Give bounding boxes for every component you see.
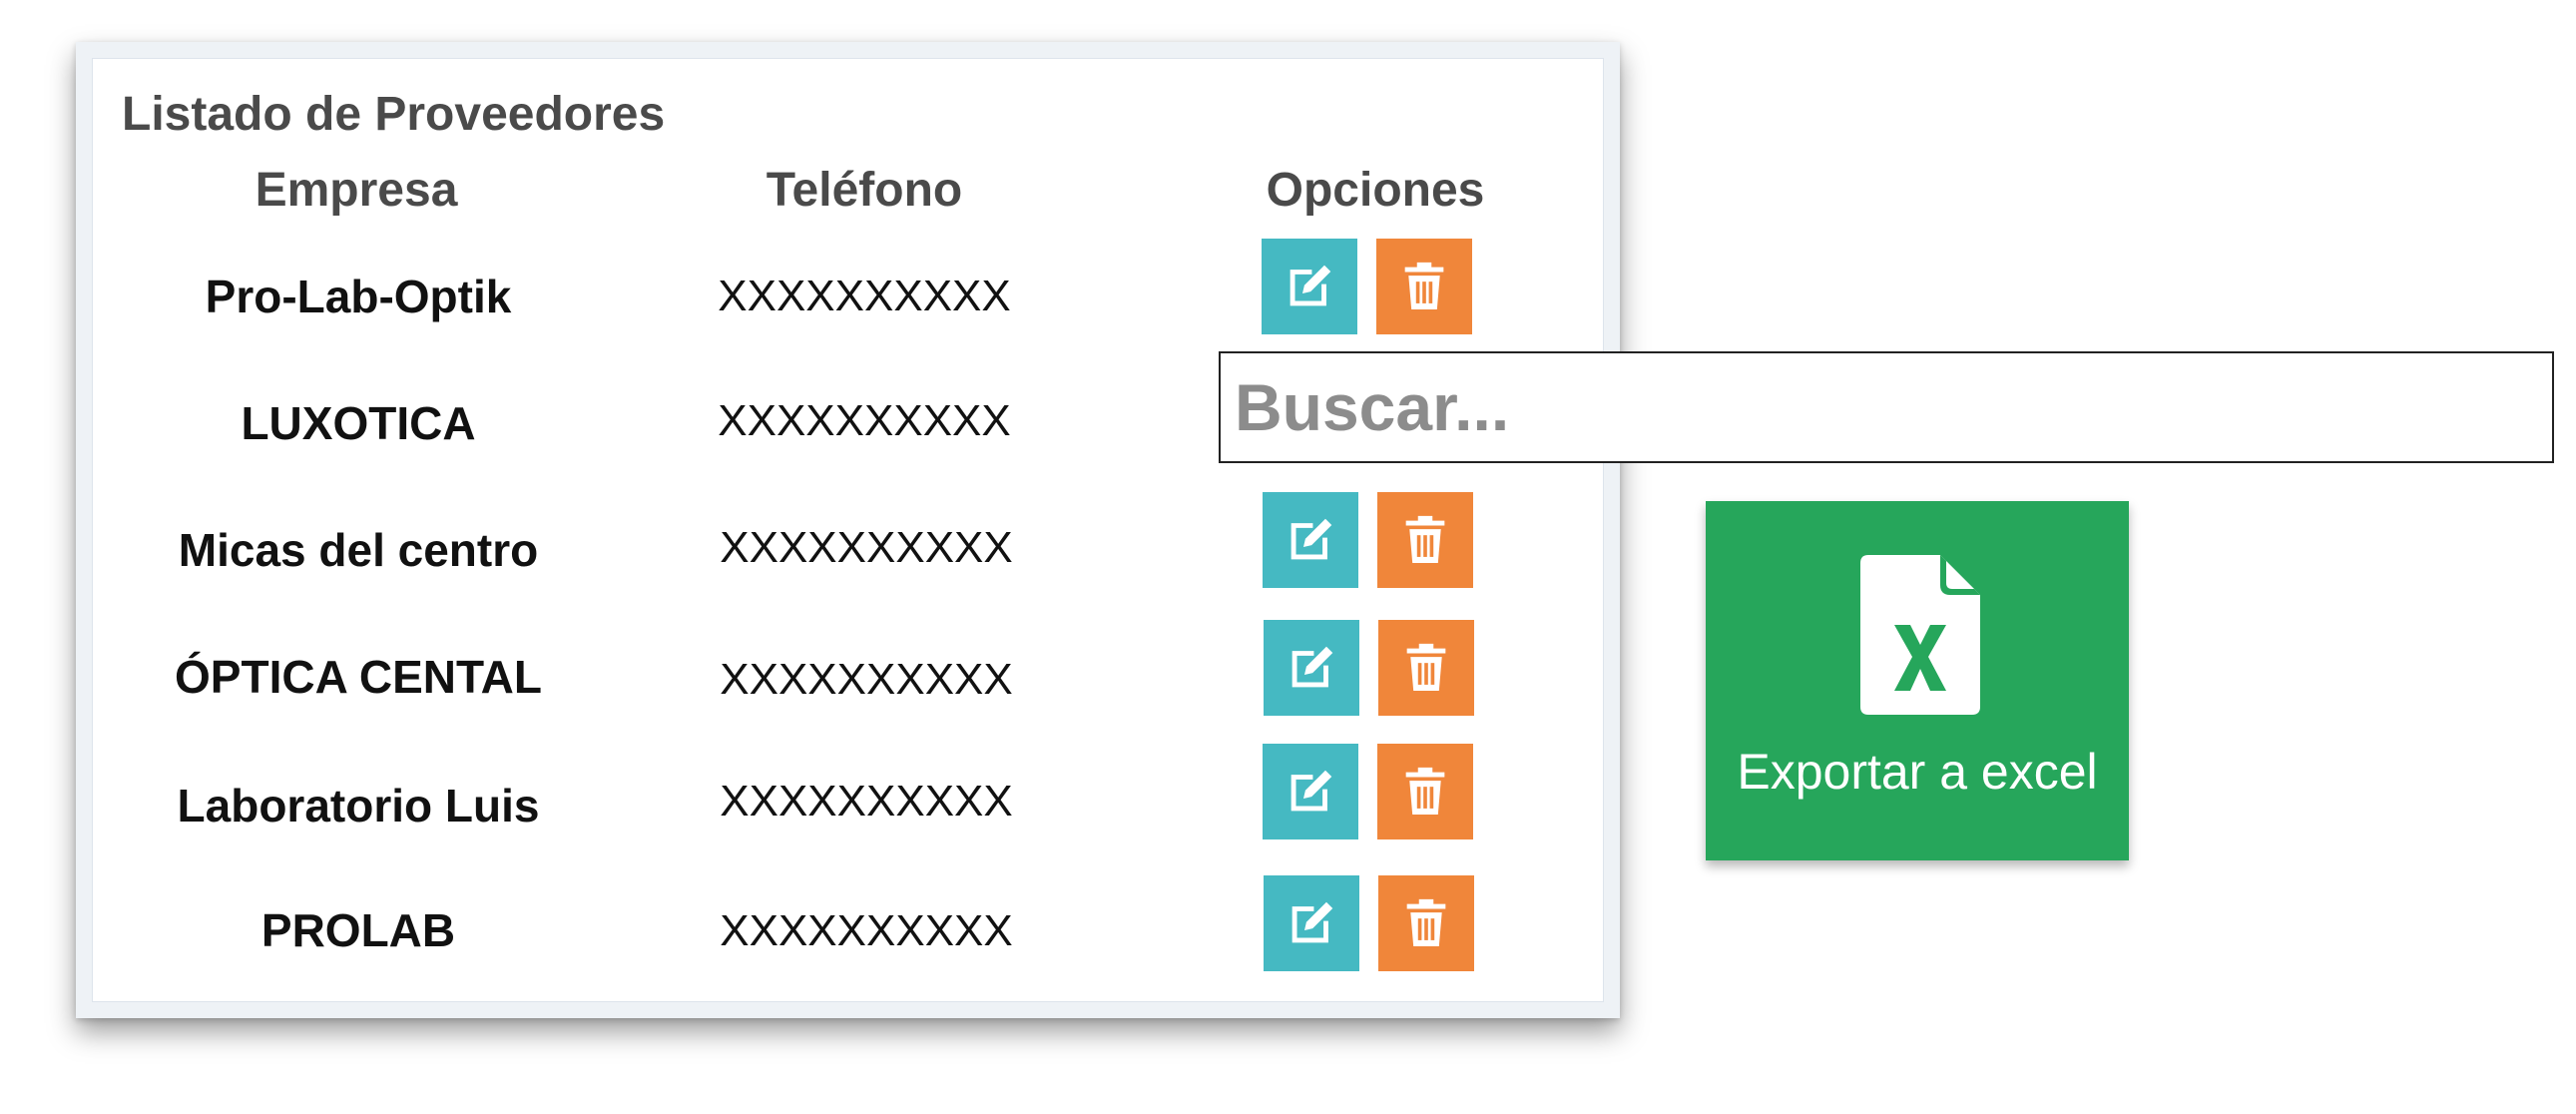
column-header-options: Opciones	[1266, 164, 1485, 217]
phone-number: XXXXXXXXXX	[720, 777, 1013, 826]
column-header-company: Empresa	[255, 164, 458, 217]
delete-button[interactable]	[1376, 239, 1472, 334]
edit-button[interactable]	[1263, 744, 1358, 839]
edit-icon	[1291, 646, 1333, 688]
export-excel-button[interactable]: Exportar a excel	[1706, 501, 2129, 860]
phone-number: XXXXXXXXXX	[720, 655, 1013, 704]
phone-number: XXXXXXXXXX	[718, 396, 1011, 445]
delete-button[interactable]	[1377, 492, 1473, 588]
edit-button[interactable]	[1264, 875, 1359, 971]
search-input[interactable]	[1219, 351, 2554, 463]
panel-title: Listado de Proveedores	[122, 88, 666, 141]
phone-number: XXXXXXXXXX	[718, 272, 1011, 320]
excel-file-icon	[1860, 555, 1980, 715]
edit-icon	[1290, 518, 1332, 560]
delete-button[interactable]	[1378, 875, 1474, 971]
edit-button[interactable]	[1262, 239, 1357, 334]
edit-icon	[1291, 901, 1333, 943]
delete-button[interactable]	[1377, 744, 1473, 839]
trash-icon	[1406, 643, 1446, 691]
suppliers-table: Listado de Proveedores Empresa Teléfono …	[92, 58, 1604, 1002]
company-name: Laboratorio Luis	[177, 780, 540, 832]
column-header-phone: Teléfono	[766, 164, 963, 217]
trash-icon	[1404, 262, 1444, 309]
phone-number: XXXXXXXXXX	[720, 906, 1013, 955]
edit-button[interactable]	[1263, 492, 1358, 588]
delete-button[interactable]	[1378, 620, 1474, 716]
suppliers-panel: Listado de Proveedores Empresa Teléfono …	[76, 42, 1620, 1018]
trash-icon	[1405, 767, 1445, 815]
company-name: LUXOTICA	[241, 397, 476, 449]
edit-icon	[1289, 265, 1331, 306]
edit-button[interactable]	[1264, 620, 1359, 716]
company-name: PROLAB	[260, 904, 456, 956]
trash-icon	[1405, 515, 1445, 563]
trash-icon	[1406, 898, 1446, 946]
phone-number: XXXXXXXXXX	[720, 523, 1013, 572]
company-name: ÓPTICA CENTAL	[175, 651, 542, 703]
edit-icon	[1290, 770, 1332, 812]
company-name: Pro-Lab-Optik	[205, 271, 512, 322]
export-button-label: Exportar a excel	[1737, 744, 2098, 800]
company-name: Micas del centro	[178, 524, 539, 576]
